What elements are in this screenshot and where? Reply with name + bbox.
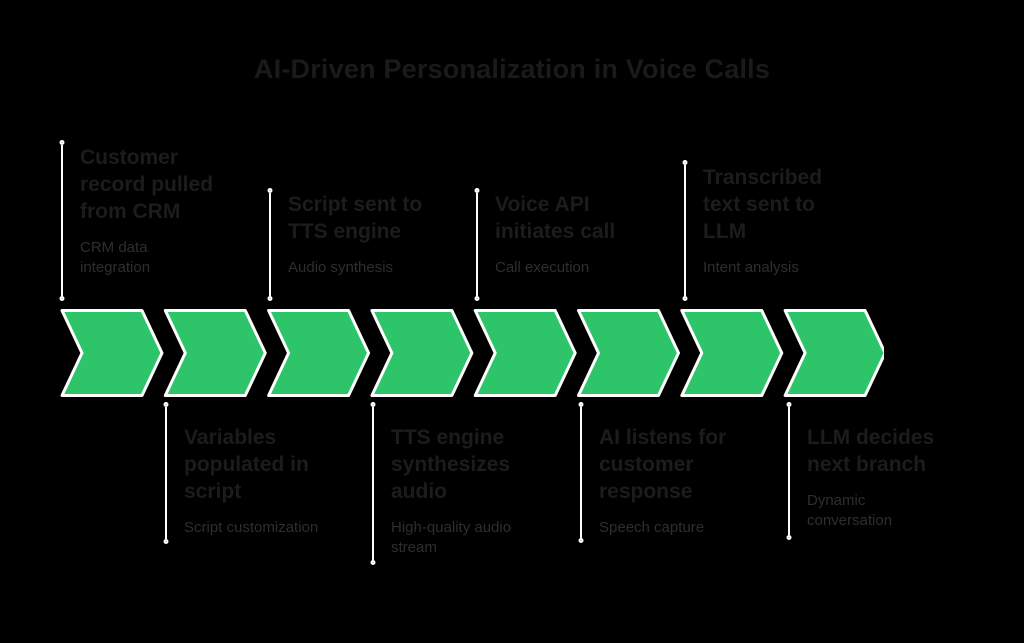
milestone-text: AI listens for customer response Speech … <box>599 424 794 538</box>
milestone-dot <box>474 296 480 301</box>
milestone-dot <box>163 539 169 544</box>
chevron-arrow <box>577 309 680 397</box>
milestone-dot <box>682 296 688 301</box>
milestone-subtitle: Script customization <box>184 519 319 536</box>
milestone-dot <box>474 188 480 193</box>
chevron-arrow <box>267 309 371 397</box>
milestone-subtitle: Call execution <box>495 259 590 276</box>
milestone-text: TTS engine synthesizes audio High-qualit… <box>391 424 586 558</box>
chevron-arrow <box>60 309 164 397</box>
milestone-text: Voice API initiates call Call execution <box>495 191 690 278</box>
chevron-arrow <box>163 309 267 397</box>
page-title: AI-Driven Personalization in Voice Calls <box>253 54 771 84</box>
milestone-title: Transcribed text sent to LLM <box>703 166 823 243</box>
milestone-subtitle: CRM data integration <box>80 239 151 276</box>
milestone-text: Transcribed text sent to LLM Intent anal… <box>703 164 898 278</box>
milestone-subtitle: Dynamic conversation <box>807 492 893 529</box>
milestone-dot <box>267 296 273 301</box>
milestone-subtitle: High-quality audio stream <box>391 519 512 556</box>
process-arrow-strip <box>60 309 884 397</box>
chevron-arrow <box>783 309 884 397</box>
connector-line <box>370 402 376 565</box>
chevron-arrow <box>680 309 784 397</box>
connector-line <box>474 188 480 301</box>
milestone-dot <box>786 535 792 540</box>
milestone-title: Customer record pulled from CRM <box>80 146 214 223</box>
milestone-dot <box>59 296 65 301</box>
connector-line <box>578 402 584 543</box>
chevron-arrow <box>473 309 577 397</box>
milestone-dot <box>370 402 376 407</box>
milestone-title: LLM decides next branch <box>807 426 935 476</box>
milestone-title: Variables populated in script <box>184 426 309 503</box>
connector-line <box>163 402 169 544</box>
milestone-subtitle: Intent analysis <box>703 259 799 276</box>
milestone-dot <box>59 140 65 145</box>
milestone-text: LLM decides next branch Dynamic conversa… <box>807 424 1002 531</box>
milestone-dot <box>578 538 584 543</box>
chevron-arrow <box>370 309 474 397</box>
milestone-dot <box>267 188 273 193</box>
milestone-title: AI listens for customer response <box>599 426 727 503</box>
connector-line <box>786 402 792 540</box>
milestone-subtitle: Speech capture <box>599 519 705 536</box>
connector-line <box>267 188 273 301</box>
milestone-title: Script sent to TTS engine <box>288 193 423 243</box>
connector-line <box>59 140 65 301</box>
milestone-text: Customer record pulled from CRM CRM data… <box>80 144 275 278</box>
milestone-text: Variables populated in script Script cus… <box>184 424 379 538</box>
milestone-dot <box>786 402 792 407</box>
milestone-subtitle: Audio synthesis <box>288 259 394 276</box>
milestone-title: TTS engine synthesizes audio <box>391 426 511 503</box>
milestone-title: Voice API initiates call <box>495 193 616 243</box>
milestone-dot <box>578 402 584 407</box>
milestone-dot <box>682 160 688 165</box>
milestone-dot <box>370 560 376 565</box>
connector-line <box>682 160 688 301</box>
milestone-text: Script sent to TTS engine Audio synthesi… <box>288 191 483 278</box>
milestone-dot <box>163 402 169 407</box>
